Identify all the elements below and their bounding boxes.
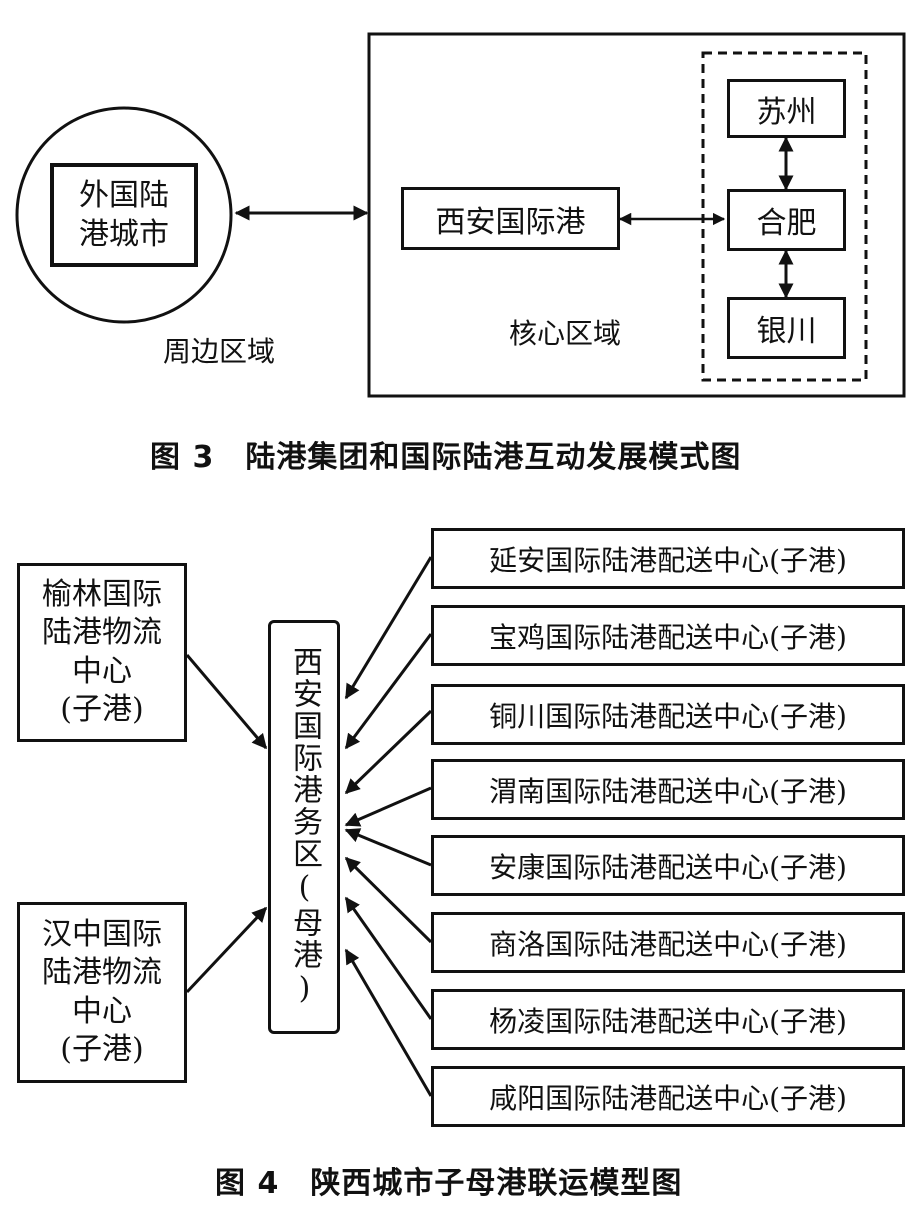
- node-baoji-label: 宝鸡国际陆港配送中心(子港): [489, 620, 847, 654]
- fig3-caption: 图 3 陆港集团和国际陆港互动发展模式图: [150, 440, 742, 475]
- arrow-shangluo: [344, 856, 433, 944]
- node-xian-port: 西安国际港: [401, 187, 620, 250]
- node-yanan: 延安国际陆港配送中心(子港): [431, 528, 905, 589]
- arrow-yulin: [185, 654, 268, 750]
- peripheral-region-label: 周边区域: [163, 335, 276, 368]
- arrow-xianyang: [344, 948, 433, 1097]
- node-foreign-city: 外国陆 港城市: [50, 163, 198, 267]
- node-yulin-label: 榆林国际 陆港物流 中心 (子港): [42, 577, 162, 727]
- node-weinan: 渭南国际陆港配送中心(子港): [431, 759, 905, 820]
- node-mother-port-label: 西安国际港务区(母港): [287, 646, 322, 1008]
- node-yangling-label: 杨凌国际陆港配送中心(子港): [489, 1004, 847, 1038]
- node-xianyang: 咸阳国际陆港配送中心(子港): [431, 1066, 905, 1127]
- node-xianyang-label: 咸阳国际陆港配送中心(子港): [489, 1081, 847, 1115]
- arrow-hanzhong: [185, 906, 268, 994]
- node-tongchuan: 铜川国际陆港配送中心(子港): [431, 684, 905, 745]
- node-hanzhong: 汉中国际 陆港物流 中心 (子港): [17, 902, 187, 1083]
- node-shangluo-label: 商洛国际陆港配送中心(子港): [489, 927, 847, 961]
- node-hefei-label: 合肥: [756, 206, 817, 241]
- fig3-connectors: [15, 32, 906, 398]
- node-yinchuan-label: 银川: [756, 314, 817, 349]
- node-mother-port: 西安国际港务区(母港): [268, 620, 340, 1034]
- node-yanan-label: 延安国际陆港配送中心(子港): [489, 543, 847, 577]
- node-baoji: 宝鸡国际陆港配送中心(子港): [431, 605, 905, 666]
- node-yinchuan: 银川: [727, 297, 846, 359]
- peripheral-circle: [15, 106, 233, 324]
- fig4-connectors: [185, 556, 433, 1097]
- node-tongchuan-label: 铜川国际陆港配送中心(子港): [489, 699, 847, 733]
- core-region-label: 核心区域: [509, 317, 622, 350]
- node-yangling: 杨凌国际陆港配送中心(子港): [431, 989, 905, 1050]
- node-hefei: 合肥: [727, 189, 846, 251]
- node-hanzhong-label: 汉中国际 陆港物流 中心 (子港): [42, 917, 162, 1067]
- node-ankang-label: 安康国际陆港配送中心(子港): [489, 850, 847, 884]
- fig4-caption: 图 4 陕西城市子母港联运模型图: [215, 1166, 683, 1201]
- node-shangluo: 商洛国际陆港配送中心(子港): [431, 912, 905, 973]
- node-xian-port-label: 西安国际港: [435, 204, 586, 240]
- arrow-yangling: [344, 896, 433, 1020]
- node-weinan-label: 渭南国际陆港配送中心(子港): [489, 774, 847, 808]
- arrow-baoji: [344, 633, 433, 750]
- core-region-frame: [367, 32, 906, 398]
- arrow-ankang: [344, 828, 432, 867]
- node-suzhou: 苏州: [727, 79, 846, 138]
- node-ankang: 安康国际陆港配送中心(子港): [431, 835, 905, 896]
- node-foreign-city-label: 外国陆 港城市: [79, 178, 169, 252]
- node-yulin: 榆林国际 陆港物流 中心 (子港): [17, 563, 187, 742]
- arrow-tongchuan: [344, 709, 433, 795]
- arrow-yanan: [344, 556, 433, 700]
- node-suzhou-label: 苏州: [756, 94, 817, 130]
- arrow-weinan: [344, 786, 432, 827]
